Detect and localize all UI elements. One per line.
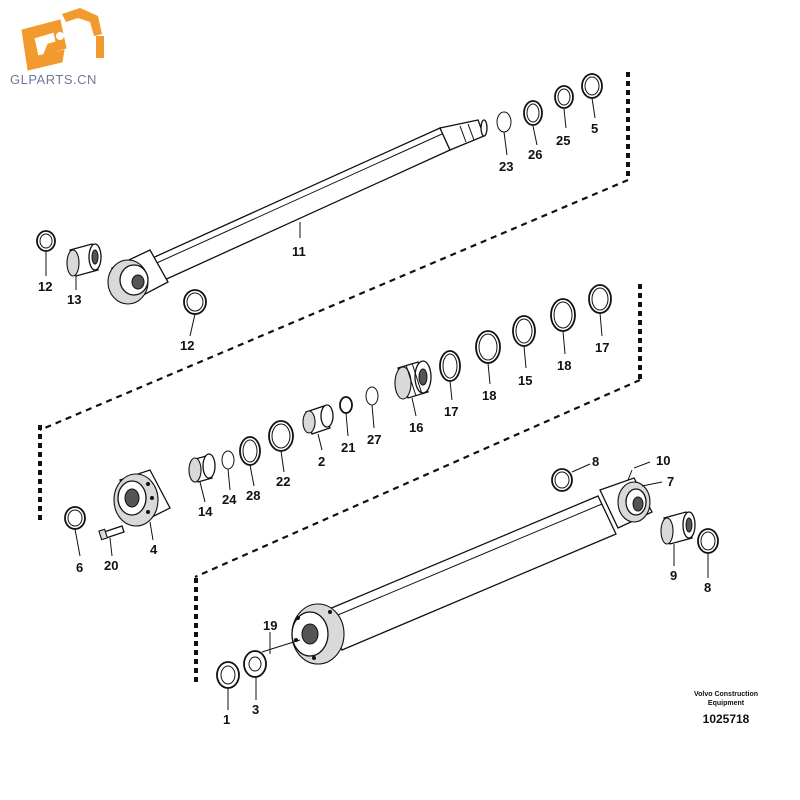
ring-22 xyxy=(268,420,294,452)
cylinder-barrel-7 xyxy=(291,477,653,665)
callout-11: 11 xyxy=(292,244,306,259)
drawing-number: 1025718 xyxy=(702,712,750,726)
callout-6: 6 xyxy=(76,560,83,575)
ring-26 xyxy=(523,100,543,126)
piston-rod-11 xyxy=(107,119,488,305)
group-frame-piston-rod xyxy=(39,72,630,432)
callout-12-right: 12 xyxy=(180,338,194,353)
callout-10: 10 xyxy=(656,453,670,468)
seal-ring-6 xyxy=(64,506,86,530)
ring-24 xyxy=(221,450,235,470)
callout-16: 16 xyxy=(409,420,423,435)
callout-1: 1 xyxy=(223,712,230,727)
callout-26: 26 xyxy=(528,147,542,162)
bushing-13 xyxy=(66,243,102,277)
callout-2: 2 xyxy=(318,454,325,469)
callout-3: 3 xyxy=(252,702,259,717)
manufacturer-label: Volvo Construction Equipment xyxy=(684,690,768,708)
ring-18-left xyxy=(475,330,501,364)
callout-15: 15 xyxy=(518,373,532,388)
callout-19: 19 xyxy=(263,618,277,633)
callout-17-right: 17 xyxy=(595,340,609,355)
callout-17-left: 17 xyxy=(444,404,458,419)
ring-21 xyxy=(339,396,353,414)
manufacturer-line-1: Volvo Construction xyxy=(693,691,759,698)
piston-16 xyxy=(394,360,432,400)
leader-lines xyxy=(45,97,709,710)
callout-22: 22 xyxy=(276,474,290,489)
seal-ring-12-left xyxy=(36,230,56,252)
seal-ring-8-bottom xyxy=(697,528,719,554)
callout-9: 9 xyxy=(670,568,677,583)
brand-logo-icon xyxy=(21,8,104,71)
bushing-9 xyxy=(660,511,696,545)
ring-27 xyxy=(365,386,379,406)
callout-5: 5 xyxy=(591,121,598,136)
seal-ring-12-right xyxy=(183,289,207,315)
callout-8-bottom: 8 xyxy=(704,580,711,595)
callout-8-top: 8 xyxy=(592,454,599,469)
callout-23: 23 xyxy=(499,159,513,174)
ring-23 xyxy=(496,111,512,133)
cylinder-head-4 xyxy=(113,469,171,527)
ring-5 xyxy=(581,73,603,99)
callout-7: 7 xyxy=(667,474,674,489)
callout-14: 14 xyxy=(198,504,213,519)
ring-15 xyxy=(512,315,536,347)
ring-18-right xyxy=(550,298,576,332)
brand-name: GLPARTS.CN xyxy=(10,72,97,87)
pin-19 xyxy=(261,639,301,653)
callout-18-right: 18 xyxy=(557,358,571,373)
bolt-20 xyxy=(98,525,125,541)
grease-nipple-10 xyxy=(627,469,633,481)
washer-1 xyxy=(216,661,240,689)
ring-17-right xyxy=(588,284,612,314)
callout-25: 25 xyxy=(556,133,570,148)
bushing-2 xyxy=(302,404,334,435)
callout-13: 13 xyxy=(67,292,81,307)
callout-4: 4 xyxy=(150,542,158,557)
callout-24: 24 xyxy=(222,492,237,507)
seal-ring-8-top xyxy=(551,468,573,492)
group-frame-seals xyxy=(38,284,642,579)
callout-27: 27 xyxy=(367,432,381,447)
callout-18-left: 18 xyxy=(482,388,496,403)
callout-12-left: 12 xyxy=(38,279,52,294)
callout-28: 28 xyxy=(246,488,260,503)
ring-17-left xyxy=(439,350,461,382)
callout-20: 20 xyxy=(104,558,118,573)
wear-ring-14 xyxy=(188,453,216,483)
callout-numbers: 11 23 26 25 5 12 13 12 6 20 4 14 24 28 2… xyxy=(38,121,711,727)
manufacturer-line-2: Equipment xyxy=(707,700,745,707)
ring-28 xyxy=(239,436,261,466)
ring-25 xyxy=(554,85,574,109)
nut-3 xyxy=(243,650,267,678)
callout-21: 21 xyxy=(341,440,355,455)
